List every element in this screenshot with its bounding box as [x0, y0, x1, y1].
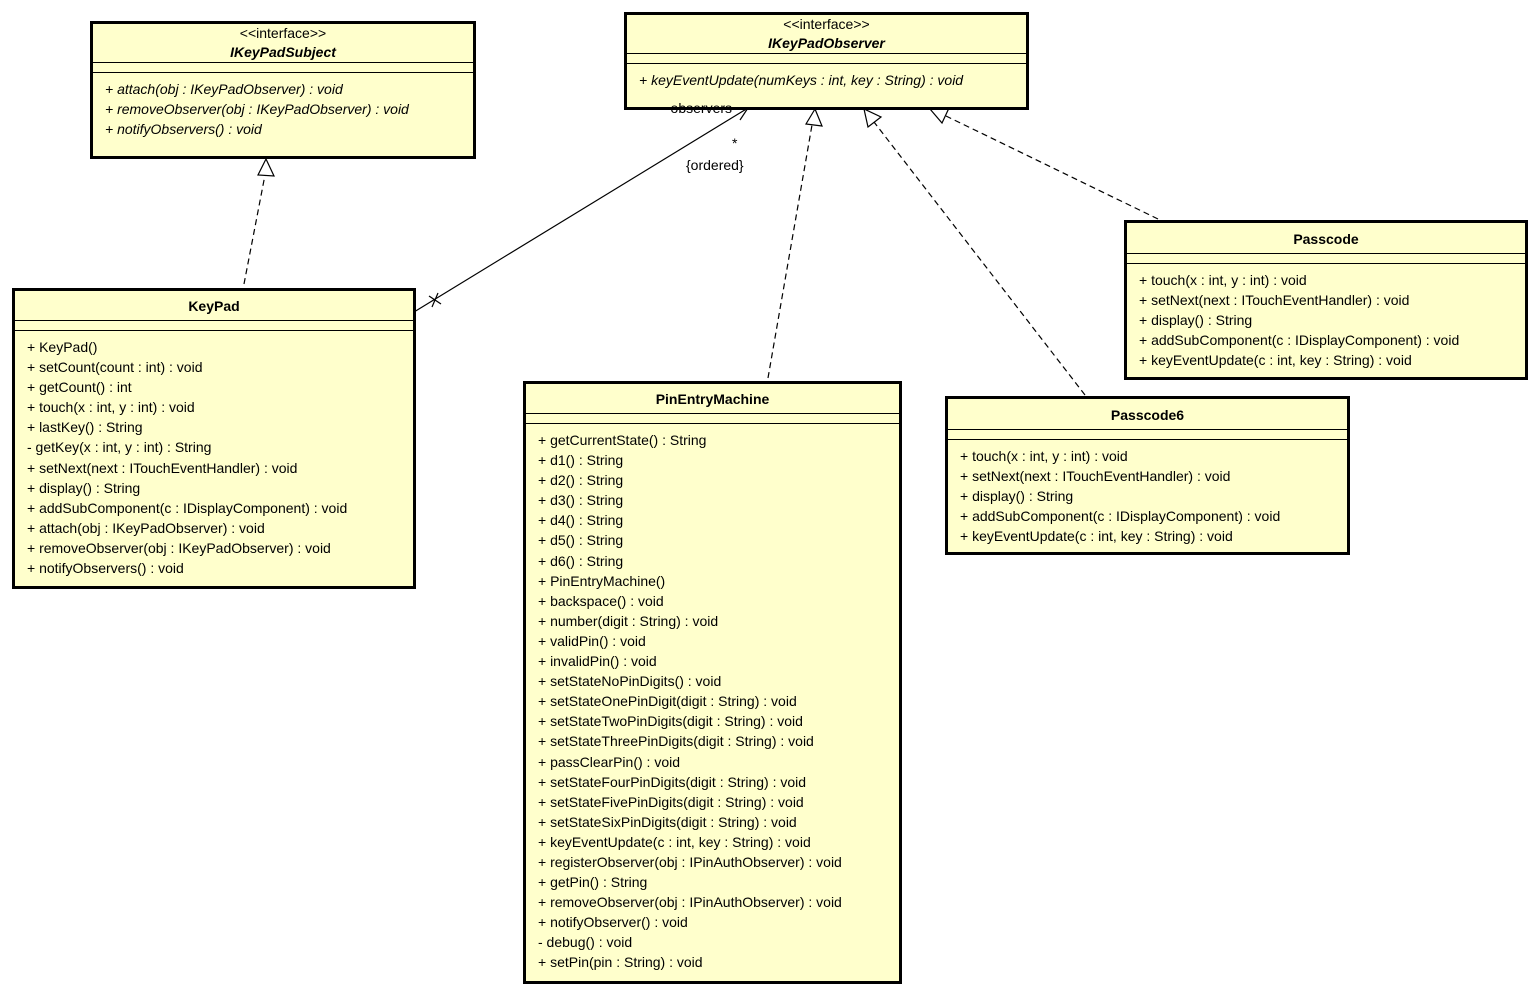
- ikeypad-subject-class[interactable]: <<interface>> IKeyPadSubject + attach(ob…: [90, 21, 476, 159]
- operation: + setStateOnePinDigit(digit : String) : …: [538, 693, 797, 710]
- association-role-label: - observers: [662, 100, 733, 116]
- class-name: Passcode6: [1110, 407, 1185, 423]
- class-name: IKeyPadObserver: [768, 35, 885, 51]
- operation: + keyEventUpdate(c : int, key : String) …: [538, 833, 811, 850]
- passcode6-realization-line: [873, 121, 1086, 396]
- operation: + display() : String: [27, 479, 141, 496]
- operation: + keyEventUpdate(c : int, key : String) …: [960, 528, 1233, 545]
- operation: + backspace() : void: [538, 592, 664, 609]
- attributes-compartment: [1127, 254, 1525, 264]
- operation: + getCount() : int: [27, 379, 132, 396]
- operation: + display() : String: [960, 488, 1074, 505]
- operation: + PinEntryMachine(): [538, 572, 666, 589]
- stereotype-label: <<interface>>: [239, 25, 327, 41]
- passcode6-class[interactable]: Passcode6 + touch(x : int, y : int) : vo…: [945, 396, 1350, 555]
- pinentry-realization-arrowhead: [805, 107, 823, 127]
- pin-entry-machine-class[interactable]: PinEntryMachine + getCurrentState() : St…: [523, 381, 902, 984]
- class-name: PinEntryMachine: [655, 391, 770, 407]
- attributes-compartment: [15, 321, 413, 331]
- class-header: Passcode: [1127, 223, 1525, 254]
- operations-list: + KeyPad() + setCount(count : int) : voi…: [15, 331, 413, 578]
- passcode6-realization-arrowhead: [863, 107, 883, 129]
- association-multiplicity-label: *: [732, 135, 738, 151]
- operation: + removeObserver(obj : IKeyPadObserver) …: [27, 539, 331, 556]
- operations-list: + getCurrentState() : String + d1() : St…: [526, 424, 899, 973]
- operation: + d4() : String: [538, 512, 624, 529]
- passcode-class[interactable]: Passcode + touch(x : int, y : int) : voi…: [1124, 220, 1528, 380]
- class-header: PinEntryMachine: [526, 384, 899, 414]
- operation: + invalidPin() : void: [538, 653, 657, 670]
- operation: + removeObserver(obj : IPinAuthObserver)…: [538, 894, 842, 911]
- association-constraint-label: {ordered}: [686, 157, 744, 173]
- operation: + setPin(pin : String) : void: [538, 954, 703, 971]
- passcode-realization-line: [945, 115, 1159, 220]
- attributes-compartment: [627, 54, 1026, 64]
- operation: + setStateFourPinDigits(digit : String) …: [538, 773, 807, 790]
- passcode-realization-arrowhead: [928, 107, 950, 125]
- class-name: KeyPad: [188, 298, 240, 314]
- operation: - getKey(x : int, y : int) : String: [27, 439, 212, 456]
- operation: + keyEventUpdate(c : int, key : String) …: [1139, 352, 1412, 369]
- class-header: <<interface>> IKeyPadObserver: [627, 15, 1026, 54]
- class-header: <<interface>> IKeyPadSubject: [93, 24, 473, 63]
- operations-list: + touch(x : int, y : int) : void + setNe…: [1127, 264, 1525, 370]
- class-header: Passcode6: [948, 399, 1347, 430]
- operation: + keyEventUpdate(numKeys : int, key : St…: [639, 72, 964, 88]
- attributes-compartment: [526, 414, 899, 424]
- operation: + notifyObservers() : void: [105, 121, 262, 138]
- operations-list: + keyEventUpdate(numKeys : int, key : St…: [627, 64, 1026, 90]
- operation: + setStateThreePinDigits(digit : String)…: [538, 733, 814, 750]
- operation: + number(digit : String) : void: [538, 612, 719, 629]
- operation: + registerObserver(obj : IPinAuthObserve…: [538, 853, 842, 870]
- operation: + getCurrentState() : String: [538, 432, 707, 448]
- operation: + passClearPin() : void: [538, 753, 681, 770]
- observers-association-line: [413, 107, 749, 313]
- operation: + getPin() : String: [538, 874, 648, 891]
- operation: + display() : String: [1139, 312, 1253, 329]
- operation: + attach(obj : IKeyPadObserver) : void: [27, 519, 265, 536]
- operation: + setNext(next : ITouchEventHandler) : v…: [27, 459, 298, 476]
- stereotype-label: <<interface>>: [783, 16, 870, 32]
- keypad-realization-line: [243, 174, 266, 285]
- operation: + KeyPad(): [27, 339, 98, 355]
- operation: + setStateTwoPinDigits(digit : String) :…: [538, 713, 803, 730]
- class-header: KeyPad: [15, 291, 413, 321]
- operation: + setNext(next : ITouchEventHandler) : v…: [1139, 292, 1410, 309]
- operation: + touch(x : int, y : int) : void: [27, 399, 195, 416]
- operation: + touch(x : int, y : int) : void: [1139, 272, 1307, 288]
- operation: + d5() : String: [538, 532, 624, 549]
- operation: + validPin() : void: [538, 632, 646, 649]
- operation: + d3() : String: [538, 492, 624, 509]
- class-name: Passcode: [1293, 231, 1359, 247]
- operation: + setStateSixPinDigits(digit : String) :…: [538, 813, 797, 830]
- operation: + lastKey() : String: [27, 419, 143, 436]
- class-name: IKeyPadSubject: [230, 44, 336, 60]
- keypad-realization-arrowhead: [257, 157, 275, 177]
- operation: + d6() : String: [538, 552, 624, 569]
- operation: + d2() : String: [538, 472, 624, 489]
- operation: + notifyObserver() : void: [538, 914, 688, 931]
- operation: + setStateNoPinDigits() : void: [538, 673, 722, 690]
- operation: + setNext(next : ITouchEventHandler) : v…: [960, 468, 1231, 485]
- ikeypad-observer-class[interactable]: <<interface>> IKeyPadObserver + keyEvent…: [624, 12, 1029, 110]
- operations-list: + attach(obj : IKeyPadObserver) : void +…: [93, 73, 473, 139]
- operation: + removeObserver(obj : IKeyPadObserver) …: [105, 101, 409, 118]
- operation: + setCount(count : int) : void: [27, 359, 203, 376]
- association-x-mark: [428, 292, 442, 308]
- keypad-class[interactable]: KeyPad + KeyPad() + setCount(count : int…: [12, 288, 416, 589]
- attributes-compartment: [93, 63, 473, 73]
- operation: + addSubComponent(c : IDisplayComponent)…: [1139, 332, 1460, 349]
- operation: + setStateFivePinDigits(digit : String) …: [538, 793, 804, 810]
- operations-list: + touch(x : int, y : int) : void + setNe…: [948, 440, 1347, 546]
- operation: + touch(x : int, y : int) : void: [960, 448, 1128, 464]
- operation: + addSubComponent(c : IDisplayComponent)…: [27, 499, 348, 516]
- operation: - debug() : void: [538, 934, 633, 951]
- attributes-compartment: [948, 430, 1347, 440]
- operation: + addSubComponent(c : IDisplayComponent)…: [960, 508, 1281, 525]
- operation: + attach(obj : IKeyPadObserver) : void: [105, 81, 343, 97]
- operation: + notifyObservers() : void: [27, 560, 184, 577]
- pinentry-realization-line: [767, 124, 813, 379]
- operation: + d1() : String: [538, 452, 624, 469]
